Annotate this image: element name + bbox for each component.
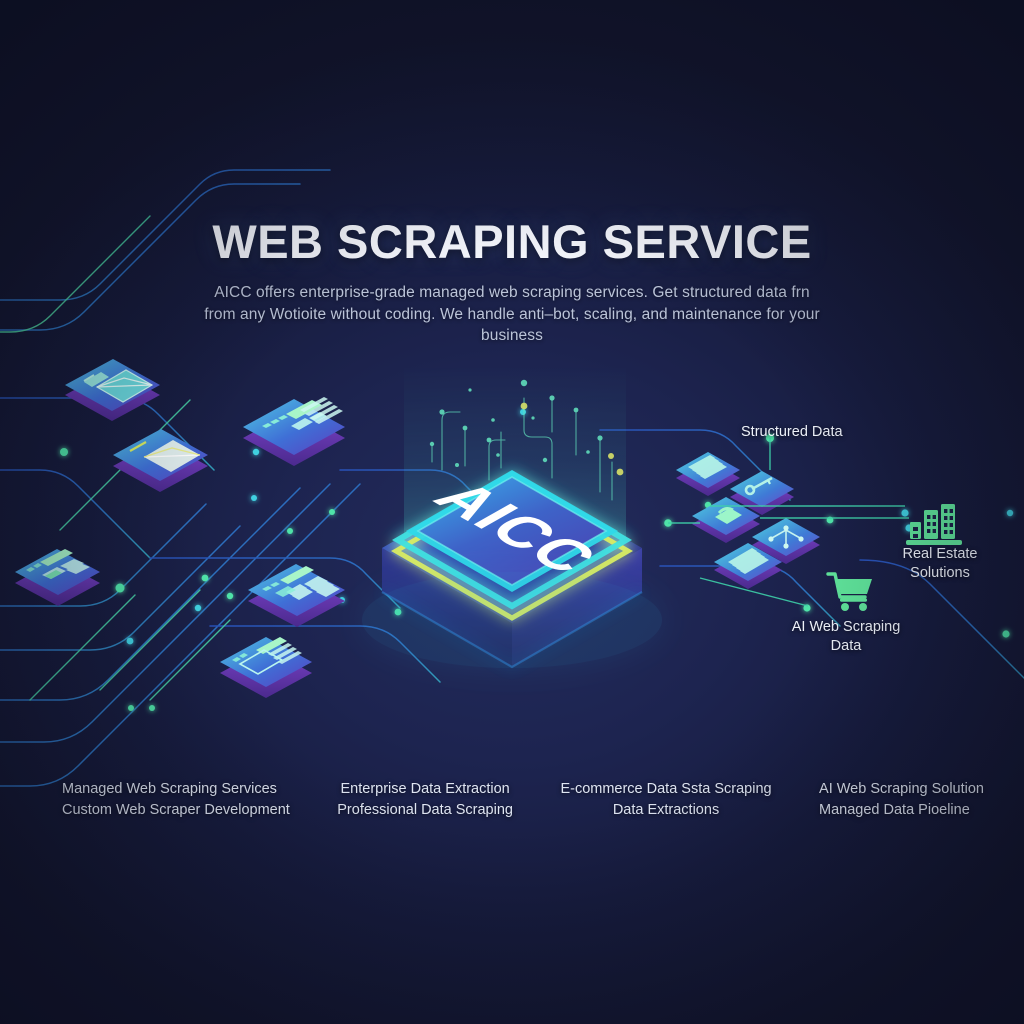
callout-real-estate-solutions: Real Estate Solutions — [882, 545, 998, 583]
keyword-column-4: AI Web Scraping Solution Managed Data Pi… — [819, 779, 984, 821]
page-subtitle: AICC offers enterprise-grade managed web… — [172, 282, 852, 347]
callout-structured-data-label: Structured Data — [741, 424, 843, 440]
keyword-row: Managed Web Scraping Services Custom Web… — [40, 779, 984, 821]
keyword-column-2: Enterprise Data Extraction Professional … — [337, 779, 513, 821]
keyword-2-line-2: Professional Data Scraping — [337, 802, 513, 818]
shopping-cart-icon — [824, 567, 876, 618]
node-browser-window-icon-2 — [15, 549, 100, 606]
node-document-lines-icon-1 — [676, 452, 740, 496]
keyword-3-line-1: E-commerce Data Ssta Scraping — [560, 781, 772, 797]
keyword-1-line-2: Custom Web Scraper Development — [62, 802, 290, 818]
node-envelope-icon-2 — [113, 429, 208, 492]
keyword-4-line-1: AI Web Scraping Solution — [819, 781, 984, 797]
callout-structured-data: Structured Data — [741, 423, 843, 442]
callout-ai-scraping-line-2: Data — [830, 638, 862, 654]
subtitle-line-2: from any Wotioite without coding. We han… — [204, 305, 820, 345]
keyword-column-1: Managed Web Scraping Services Custom Web… — [62, 779, 290, 821]
callout-real-estate-line-2: Solutions — [910, 565, 970, 581]
subtitle-line-1: AICC offers enterprise-grade managed web… — [214, 284, 810, 301]
keyword-2-line-1: Enterprise Data Extraction — [340, 781, 510, 797]
keyword-3-line-2: Data Extractions — [612, 802, 720, 818]
callout-real-estate-line-1: Real Estate — [902, 546, 978, 562]
keyword-4-line-2: Managed Data Pioeline — [819, 802, 970, 818]
keyword-1-line-1: Managed Web Scraping Services — [62, 781, 277, 797]
page-title: WEB SCRAPING SERVICE — [212, 215, 812, 268]
callout-ai-web-scraping-data: AI Web Scraping Data — [770, 618, 922, 656]
node-browser-window-icon-4 — [220, 637, 312, 698]
keyword-column-3: E-commerce Data Ssta Scraping Data Extra… — [560, 779, 771, 821]
node-envelope-icon-1 — [65, 359, 160, 421]
callout-ai-scraping-line-1: AI Web Scraping — [791, 619, 901, 635]
node-browser-window-icon-1 — [243, 397, 345, 466]
